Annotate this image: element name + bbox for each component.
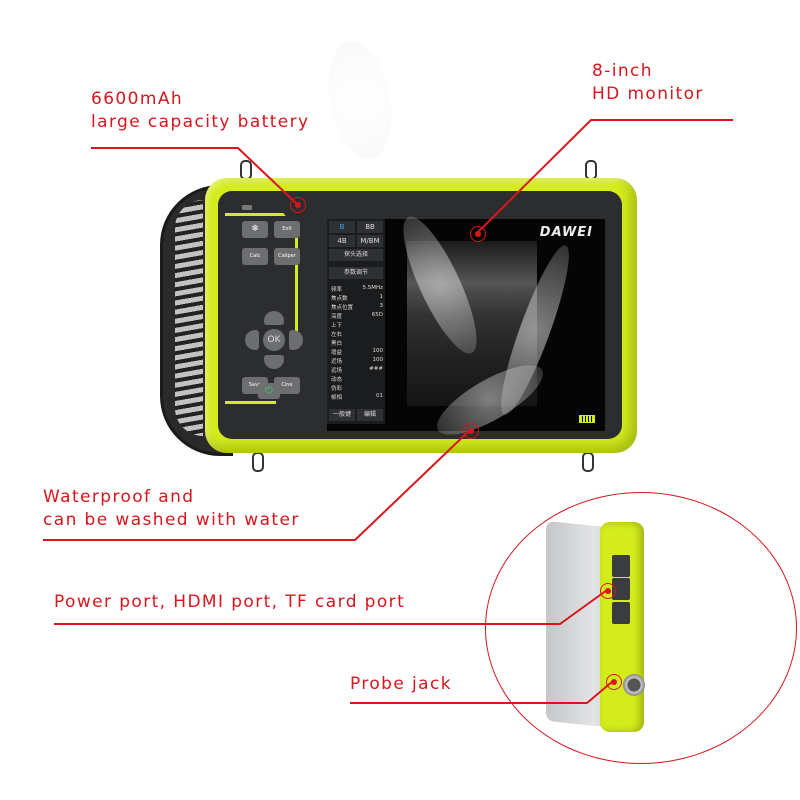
ports-marker xyxy=(600,583,616,599)
strap-lug xyxy=(585,160,597,180)
battery-icon xyxy=(579,415,595,423)
param-value: 5.5MHz xyxy=(362,285,383,291)
waterproof-callout-line1: Waterproof and xyxy=(43,487,195,507)
param-row[interactable]: 上下 xyxy=(331,321,383,329)
waterproof-marker xyxy=(463,423,479,439)
param-row[interactable]: 深度 65D xyxy=(331,312,383,320)
param-name: 上下 xyxy=(331,323,343,329)
param-name: 黑白 xyxy=(331,341,343,347)
battery-callout: 6600mAh large capacity battery xyxy=(91,88,310,134)
hdmi-port xyxy=(612,578,630,600)
param-row[interactable]: 帧相 01 xyxy=(331,393,383,401)
side-view-inset xyxy=(485,492,797,764)
cine-button[interactable]: Cine xyxy=(274,377,300,394)
param-value: 65D xyxy=(371,312,383,318)
param-name: 近场 xyxy=(331,359,343,365)
ultrasound-device: ❄ Exit Calc Caliper OK Save Cine ⏻ B BB … xyxy=(205,178,637,453)
status-indicator-light xyxy=(242,205,252,210)
caliper-button[interactable]: Caliper xyxy=(274,248,300,265)
power-port xyxy=(612,555,630,577)
param-row[interactable]: 近场 100 xyxy=(331,357,383,365)
monitor-callout-line2: HD monitor xyxy=(592,84,704,104)
probe-marker xyxy=(606,674,622,690)
param-row[interactable]: 远场 ### xyxy=(331,366,383,374)
strap-lug xyxy=(582,452,594,472)
monitor-marker xyxy=(470,226,486,242)
waterproof-callout-line2: can be washed with water xyxy=(43,510,300,530)
device-bezel: ❄ Exit Calc Caliper OK Save Cine ⏻ B BB … xyxy=(218,191,622,439)
screen-menu: B BB 4B M/BM 探头选择 参数调节 频率 5.5MHz 焦点数 1 焦点位… xyxy=(327,219,385,424)
ports-callout: Power port, HDMI port, TF card port xyxy=(54,592,406,612)
brand-logo: DAWEI xyxy=(539,225,593,240)
param-value: 100 xyxy=(372,357,384,363)
param-name: 增益 xyxy=(331,350,343,356)
param-name: 帧相 xyxy=(331,395,343,401)
ok-button[interactable]: OK xyxy=(263,329,285,351)
param-row[interactable]: 动态 xyxy=(331,375,383,383)
param-value: 1 xyxy=(379,294,384,300)
param-name: 远场 xyxy=(331,368,343,374)
param-row[interactable]: 伪彩 xyxy=(331,384,383,392)
accent-stripe xyxy=(225,213,298,404)
param-row[interactable]: 左右 xyxy=(331,330,383,338)
monitor-callout: 8-inch HD monitor xyxy=(592,60,704,106)
ultrasound-image xyxy=(407,241,537,406)
probe-jack xyxy=(623,674,645,696)
dpad-right-button[interactable] xyxy=(289,330,303,350)
param-name: 动态 xyxy=(331,377,343,383)
handle-grip xyxy=(175,200,203,436)
param-value: 3 xyxy=(379,303,384,309)
param-value: 01 xyxy=(376,393,383,399)
mode-bb-button[interactable]: BB xyxy=(357,221,383,233)
battery-marker xyxy=(290,197,306,213)
edit-button[interactable]: 编辑 xyxy=(357,409,383,421)
display-screen: B BB 4B M/BM 探头选择 参数调节 频率 5.5MHz 焦点数 1 焦点位… xyxy=(327,219,605,431)
calc-button[interactable]: Calc xyxy=(242,248,268,265)
mode-mbm-button[interactable]: M/BM xyxy=(357,235,383,247)
monitor-callout-line1: 8-inch xyxy=(592,61,653,81)
param-row[interactable]: 频率 5.5MHz xyxy=(331,285,383,293)
power-button[interactable]: ⏻ xyxy=(258,383,280,399)
probe-callout: Probe jack xyxy=(350,674,452,694)
param-name: 焦点位置 xyxy=(331,305,354,311)
param-row[interactable]: 焦点位置 3 xyxy=(331,303,383,311)
strap-lug xyxy=(252,452,264,472)
dpad-left-button[interactable] xyxy=(245,330,259,350)
param-name: 伪彩 xyxy=(331,386,343,392)
param-name: 焦点数 xyxy=(331,296,348,302)
param-row[interactable]: 黑白 xyxy=(331,339,383,347)
param-value: 100 xyxy=(372,348,384,354)
direction-pad: OK xyxy=(245,311,303,369)
general-button[interactable]: 一般键 xyxy=(329,409,355,421)
power-icon: ⏻ xyxy=(265,385,273,396)
waterproof-callout: Waterproof and can be washed with water xyxy=(43,486,300,532)
param-row[interactable]: 增益 100 xyxy=(331,348,383,356)
battery-callout-line1: 6600mAh xyxy=(91,89,184,109)
battery-callout-line2: large capacity battery xyxy=(91,112,310,132)
snowflake-icon: ❄ xyxy=(251,224,259,234)
param-name: 频率 xyxy=(331,287,343,293)
strap-lug xyxy=(240,160,252,180)
param-name: 左右 xyxy=(331,332,343,338)
mode-4b-button[interactable]: 4B xyxy=(329,235,355,247)
param-row[interactable]: 焦点数 1 xyxy=(331,294,383,302)
exit-button[interactable]: Exit xyxy=(274,221,300,238)
dpad-up-button[interactable] xyxy=(264,311,284,325)
param-value: ### xyxy=(369,366,383,372)
side-view-port-rail xyxy=(600,522,644,732)
mode-b-button[interactable]: B xyxy=(329,221,355,233)
param-header: 参数调节 xyxy=(329,267,383,279)
param-name: 深度 xyxy=(331,314,343,320)
dpad-down-button[interactable] xyxy=(264,355,284,369)
freeze-button[interactable]: ❄ xyxy=(242,221,268,238)
probe-select-button[interactable]: 探头选择 xyxy=(329,249,383,261)
tf-card-port xyxy=(612,602,630,624)
water-splash xyxy=(320,35,400,165)
